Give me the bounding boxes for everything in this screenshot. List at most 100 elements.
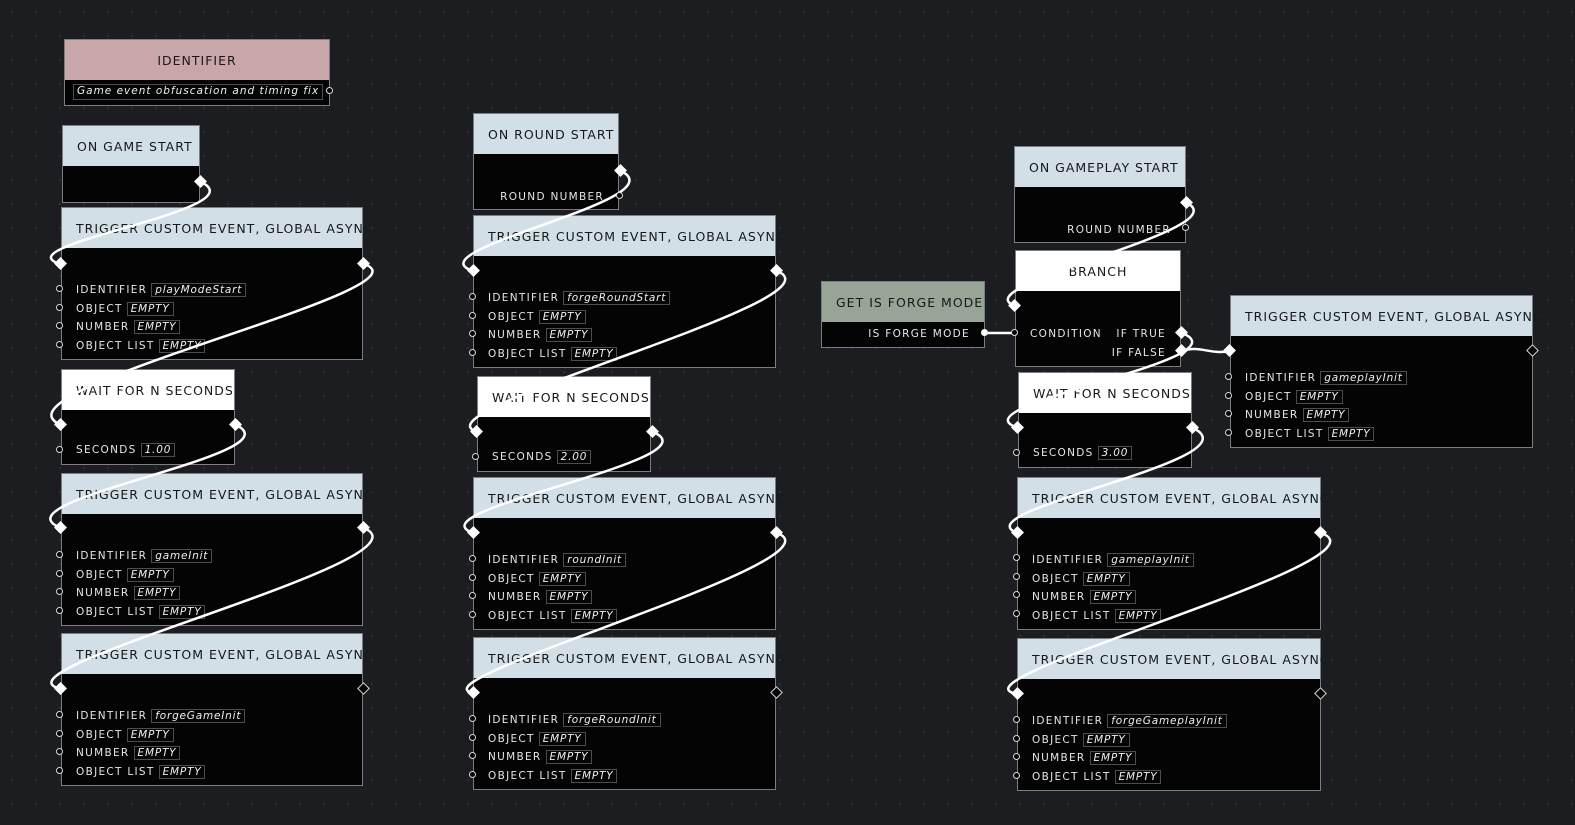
object-list-value[interactable]: EMPTY <box>570 609 618 623</box>
identifier-value[interactable]: forgeRoundInit <box>563 713 661 727</box>
number-input-pin[interactable] <box>56 588 63 595</box>
object-value[interactable]: EMPTY <box>126 728 174 742</box>
object-value[interactable]: EMPTY <box>1295 390 1343 404</box>
object-list-value[interactable]: EMPTY <box>570 769 618 783</box>
number-value[interactable]: EMPTY <box>545 590 593 604</box>
identifier-input-pin[interactable] <box>1013 716 1020 723</box>
number-input-pin[interactable] <box>1013 591 1020 598</box>
trigger-round-init-node[interactable]: TRIGGER CUSTOM EVENT, GLOBAL ASYNC IDENT… <box>473 477 785 630</box>
identifier-input-pin[interactable] <box>469 715 476 722</box>
number-value[interactable]: EMPTY <box>1302 408 1350 422</box>
on-gameplay-start-node[interactable]: ON GAMEPLAY START ROUND NUMBER <box>1014 146 1186 243</box>
round-number-output-pin[interactable] <box>1182 224 1189 231</box>
object-input-pin[interactable] <box>1013 573 1020 580</box>
trigger-forge-game-init-node[interactable]: TRIGGER CUSTOM EVENT, GLOBAL ASYNC IDENT… <box>61 633 373 786</box>
identifier-value[interactable]: gameplayInit <box>1107 553 1194 567</box>
object-input-pin[interactable] <box>56 570 63 577</box>
number-input-pin[interactable] <box>1225 410 1232 417</box>
object-list-value[interactable]: EMPTY <box>158 339 206 353</box>
object-input-pin[interactable] <box>1225 392 1232 399</box>
seconds-input-pin[interactable] <box>56 446 63 453</box>
on-game-start-node[interactable]: ON GAME START <box>62 125 200 203</box>
identifier-value[interactable]: gameInit <box>151 549 213 563</box>
round-number-output-pin[interactable] <box>616 192 623 199</box>
seconds-value[interactable]: 3.00 <box>1097 446 1133 460</box>
identifier-value[interactable]: forgeGameInit <box>151 709 246 723</box>
object-list-input-pin[interactable] <box>1225 429 1232 436</box>
seconds-value[interactable]: 2.00 <box>556 450 592 464</box>
number-value[interactable]: EMPTY <box>1089 751 1137 765</box>
object-list-value[interactable]: EMPTY <box>1114 770 1162 784</box>
object-list-input-pin[interactable] <box>56 767 63 774</box>
branch-node[interactable]: BRANCH CONDITION IF TRUE IF FALSE <box>1015 250 1181 367</box>
number-input-pin[interactable] <box>469 330 476 337</box>
identifier-output-pin[interactable] <box>326 87 333 94</box>
object-value[interactable]: EMPTY <box>538 732 586 746</box>
identifier-value[interactable]: roundInit <box>563 553 626 567</box>
number-value[interactable]: EMPTY <box>133 746 181 760</box>
object-value[interactable]: EMPTY <box>126 302 174 316</box>
object-list-value[interactable]: EMPTY <box>570 347 618 361</box>
object-list-input-pin[interactable] <box>469 349 476 356</box>
identifier-input-pin[interactable] <box>56 285 63 292</box>
identifier-input-pin[interactable] <box>1225 373 1232 380</box>
object-value[interactable]: EMPTY <box>126 568 174 582</box>
number-value[interactable]: EMPTY <box>133 320 181 334</box>
trigger-gameplay-init-false-node[interactable]: TRIGGER CUSTOM EVENT, GLOBAL ASYNC IDENT… <box>1230 295 1542 448</box>
object-value[interactable]: EMPTY <box>1082 572 1130 586</box>
object-input-pin[interactable] <box>469 734 476 741</box>
identifier-node[interactable]: IDENTIFIER Game event obfuscation and ti… <box>64 39 333 106</box>
get-is-forge-mode-node[interactable]: GET IS FORGE MODE IS FORGE MODE <box>821 281 985 348</box>
identifier-value[interactable]: playModeStart <box>151 283 247 297</box>
object-input-pin[interactable] <box>56 304 63 311</box>
object-input-pin[interactable] <box>1013 735 1020 742</box>
trigger-game-init-node[interactable]: TRIGGER CUSTOM EVENT, GLOBAL ASYNC IDENT… <box>61 473 373 626</box>
object-value[interactable]: EMPTY <box>538 572 586 586</box>
identifier-comment-field[interactable]: Game event obfuscation and timing fix <box>73 84 324 100</box>
identifier-input-pin[interactable] <box>1013 554 1020 561</box>
number-input-pin[interactable] <box>56 322 63 329</box>
object-input-pin[interactable] <box>469 312 476 319</box>
seconds-value[interactable]: 1.00 <box>140 443 176 457</box>
object-value[interactable]: EMPTY <box>538 310 586 324</box>
trigger-forge-round-init-node[interactable]: TRIGGER CUSTOM EVENT, GLOBAL ASYNC IDENT… <box>473 637 785 790</box>
is-forge-mode-output-pin[interactable] <box>981 329 988 336</box>
object-list-input-pin[interactable] <box>1013 772 1020 779</box>
object-list-input-pin[interactable] <box>469 611 476 618</box>
identifier-value[interactable]: gameplayInit <box>1320 371 1407 385</box>
object-list-input-pin[interactable] <box>1013 610 1020 617</box>
trigger-play-mode-start-node[interactable]: TRIGGER CUSTOM EVENT, GLOBAL ASYNC IDENT… <box>61 207 373 360</box>
object-list-value[interactable]: EMPTY <box>1114 609 1162 623</box>
object-list-value[interactable]: EMPTY <box>1327 427 1375 441</box>
identifier-value[interactable]: forgeGameplayInit <box>1107 714 1227 728</box>
identifier-input-pin[interactable] <box>469 293 476 300</box>
object-value[interactable]: EMPTY <box>1082 733 1130 747</box>
number-value[interactable]: EMPTY <box>1089 590 1137 604</box>
identifier-value[interactable]: forgeRoundStart <box>563 291 671 305</box>
object-list-input-pin[interactable] <box>56 341 63 348</box>
identifier-input-pin[interactable] <box>469 555 476 562</box>
number-input-pin[interactable] <box>469 752 476 759</box>
number-input-pin[interactable] <box>56 748 63 755</box>
number-input-pin[interactable] <box>469 592 476 599</box>
object-list-value[interactable]: EMPTY <box>158 765 206 779</box>
object-input-pin[interactable] <box>56 730 63 737</box>
seconds-input-pin[interactable] <box>472 453 479 460</box>
identifier-input-pin[interactable] <box>56 711 63 718</box>
object-input-pin[interactable] <box>469 574 476 581</box>
trigger-gameplay-init-node[interactable]: TRIGGER CUSTOM EVENT, GLOBAL ASYNC IDENT… <box>1017 477 1329 630</box>
trigger-forge-gameplay-init-node[interactable]: TRIGGER CUSTOM EVENT, GLOBAL ASYNC IDENT… <box>1017 638 1329 791</box>
number-value[interactable]: EMPTY <box>545 328 593 342</box>
seconds-input-pin[interactable] <box>1013 449 1020 456</box>
number-value[interactable]: EMPTY <box>545 750 593 764</box>
object-list-input-pin[interactable] <box>469 771 476 778</box>
trigger-forge-round-start-node[interactable]: TRIGGER CUSTOM EVENT, GLOBAL ASYNC IDENT… <box>473 215 785 368</box>
object-list-value[interactable]: EMPTY <box>158 605 206 619</box>
identifier-input-pin[interactable] <box>56 551 63 558</box>
on-round-start-node[interactable]: ON ROUND START ROUND NUMBER <box>473 113 619 210</box>
object-list-input-pin[interactable] <box>56 607 63 614</box>
